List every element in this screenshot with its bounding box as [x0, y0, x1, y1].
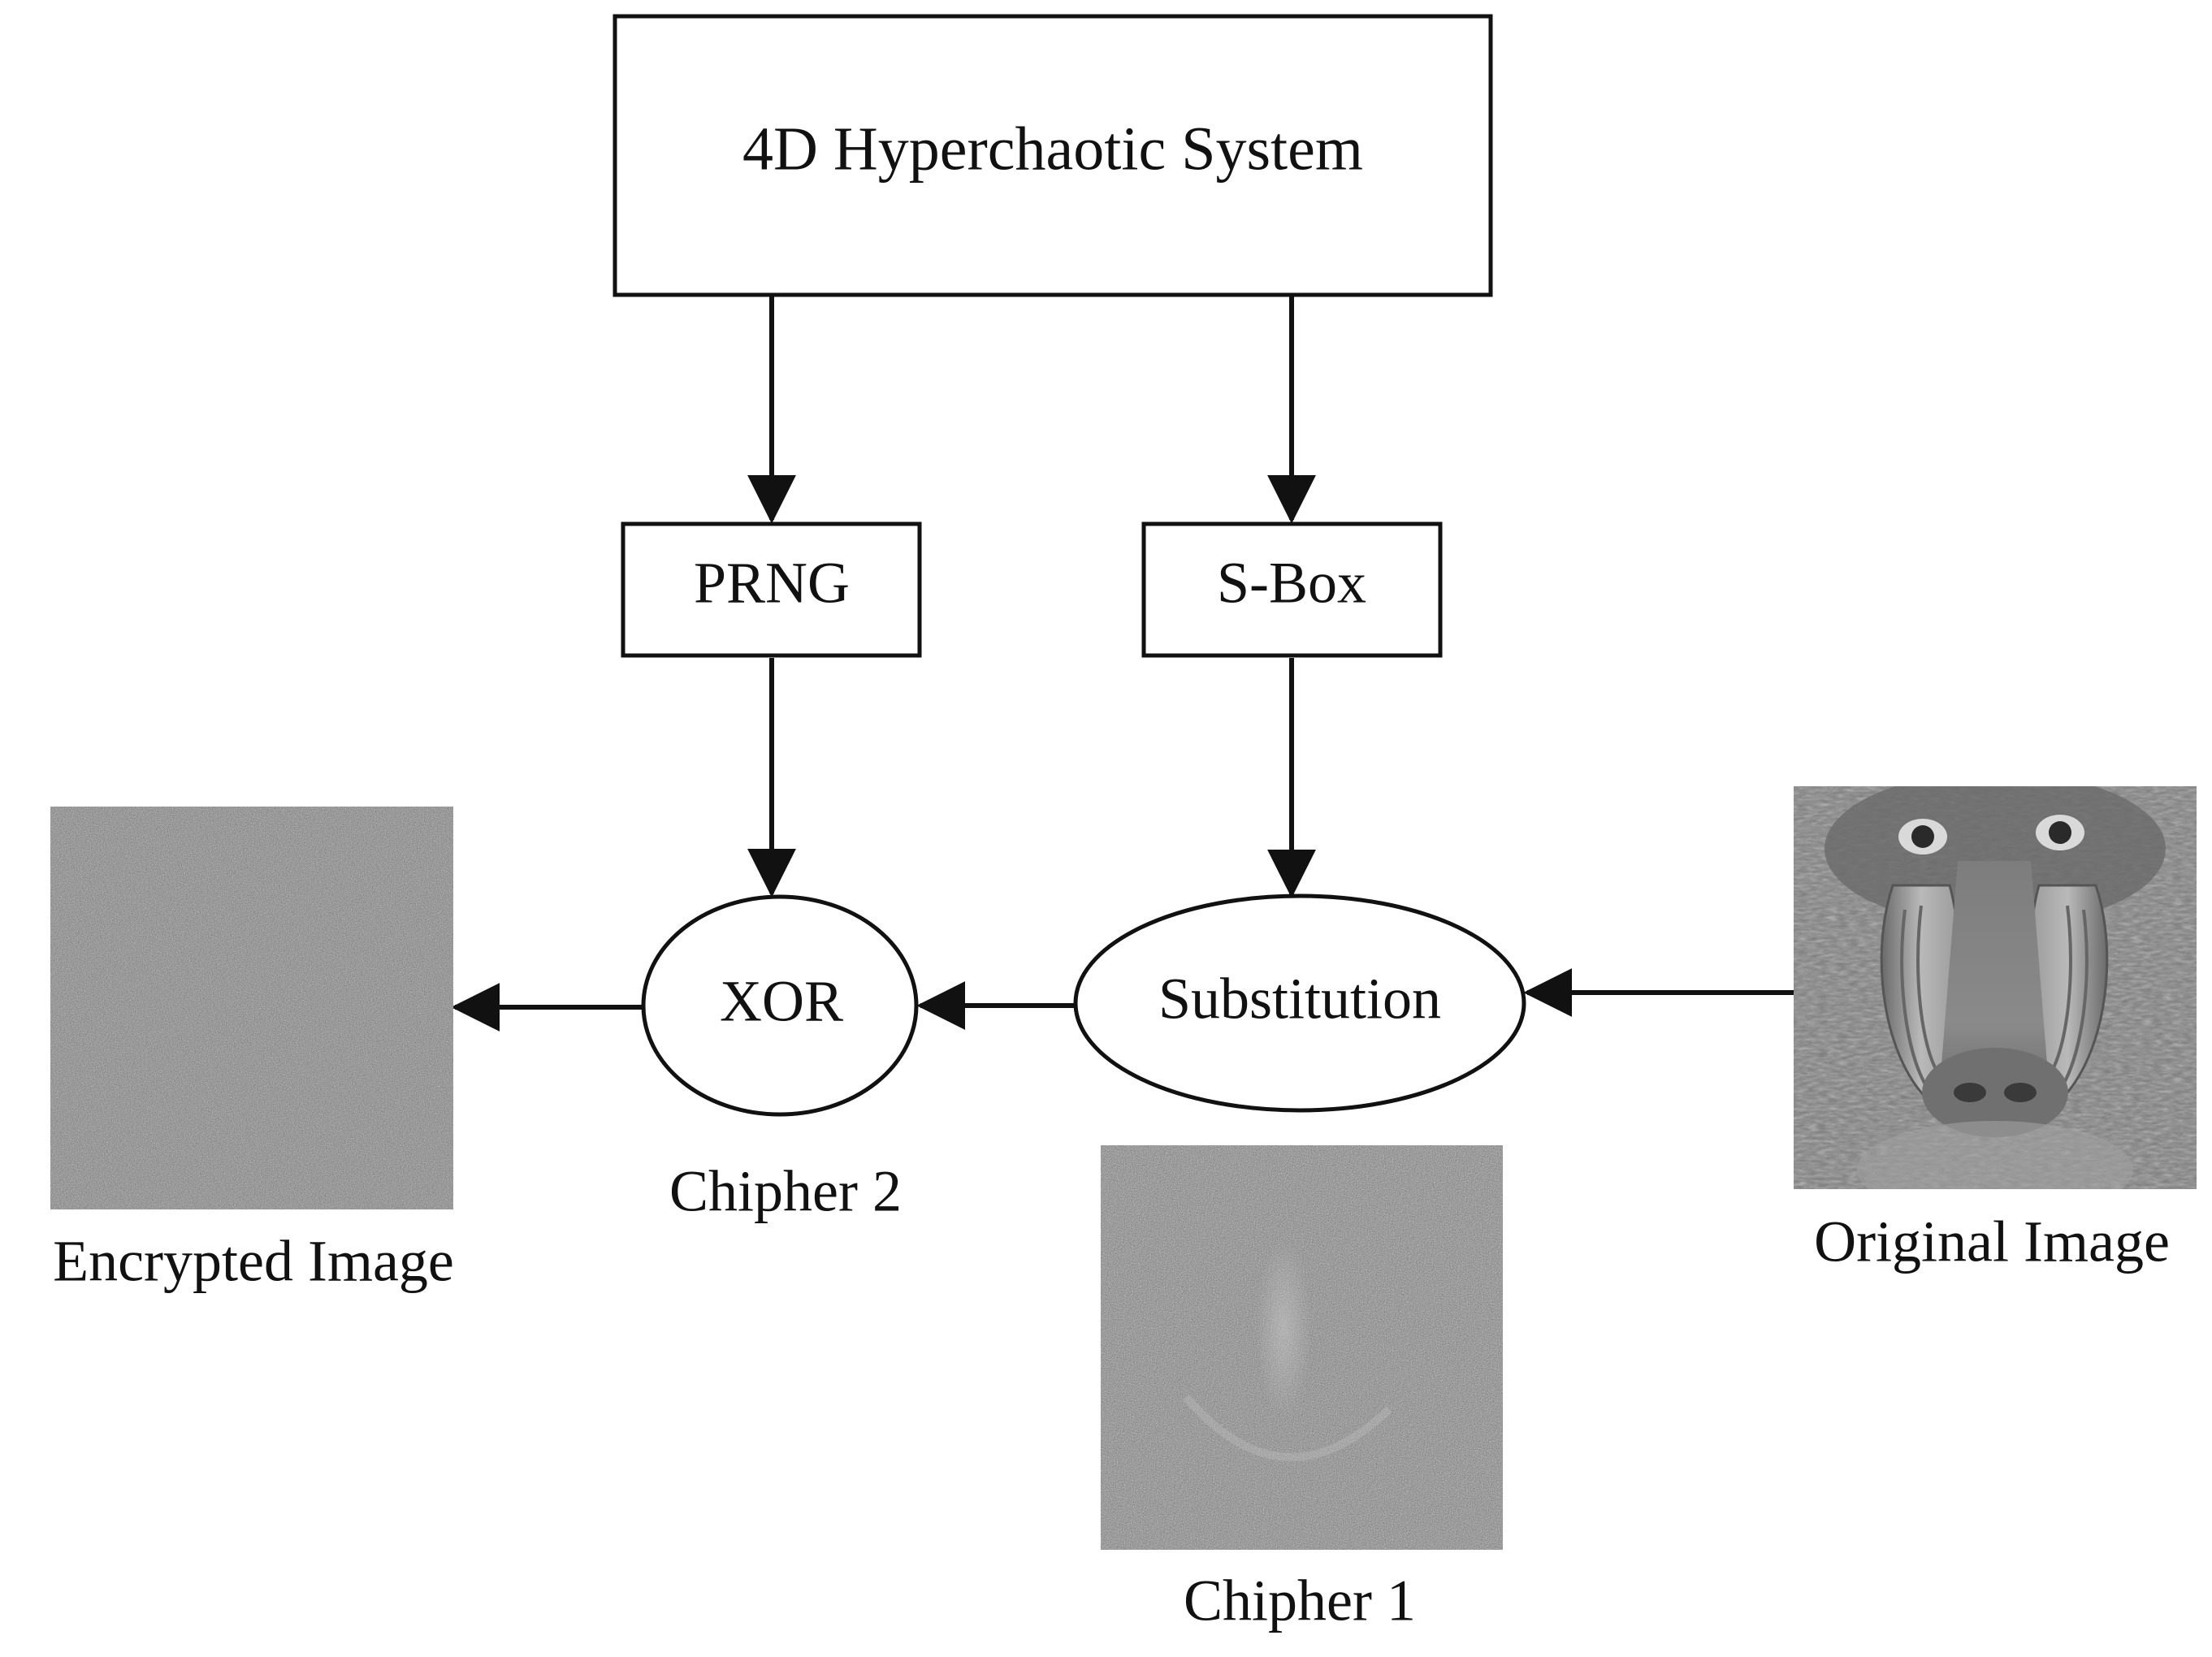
sbox-box: [1141, 521, 1443, 658]
cipher1-caption: Chipher 1: [1184, 1568, 1416, 1633]
cipher2-caption: Chipher 2: [669, 1159, 902, 1224]
original-image: [1794, 786, 2197, 1189]
prng-label: PRNG: [694, 551, 850, 616]
cipher1-image: [1101, 1145, 1503, 1550]
original-image-caption: Original Image: [1814, 1209, 2170, 1274]
hyperchaotic-system-box: [613, 14, 1493, 297]
hyperchaotic-system-label: 4D Hyperchaotic System: [742, 115, 1363, 183]
substitution-label: Substitution: [1158, 967, 1441, 1032]
encrypted-image: [50, 807, 453, 1209]
prng-box: [621, 521, 922, 658]
encrypted-image-caption: Encrypted Image: [53, 1229, 454, 1294]
xor-label: XOR: [720, 969, 843, 1034]
sbox-label: S-Box: [1217, 551, 1366, 616]
